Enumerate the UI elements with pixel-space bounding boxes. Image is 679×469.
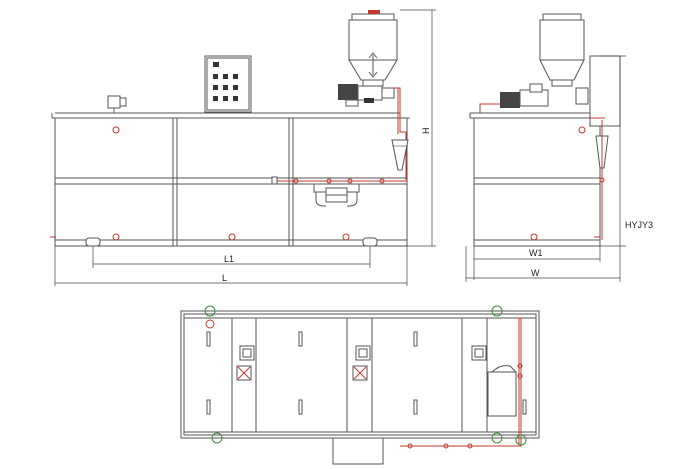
front-feeder-motor [338,84,395,107]
front-dimensions [54,9,436,286]
label-W: W [531,268,540,278]
top-hopper-area [487,365,517,417]
label-W1: W1 [529,248,543,258]
front-view: L1 L H [50,9,436,286]
label-model: HYJY3 [625,220,653,230]
side-feeder-assembly [500,55,621,127]
top-view [180,305,540,465]
side-dimensions [465,55,626,282]
top-corner-fittings [204,305,503,444]
front-powder-hopper [348,10,398,87]
side-water-pipe [479,103,609,240]
front-agitator-motor [107,95,127,113]
front-pipe-manifold [271,176,407,207]
top-outlet-box [332,437,384,465]
label-H: H [421,128,431,135]
front-control-panel [204,55,252,113]
side-tank-body [473,117,601,247]
front-tank-body [54,117,408,247]
front-water-pipe [391,87,409,180]
top-water-pipe [400,317,527,449]
side-view: W1 W HYJY3 [465,13,653,282]
label-L1: L1 [224,254,234,264]
label-L: L [222,273,227,283]
top-gauge-slots [206,331,527,415]
side-powder-hopper [539,13,585,87]
top-agitators [236,345,487,381]
